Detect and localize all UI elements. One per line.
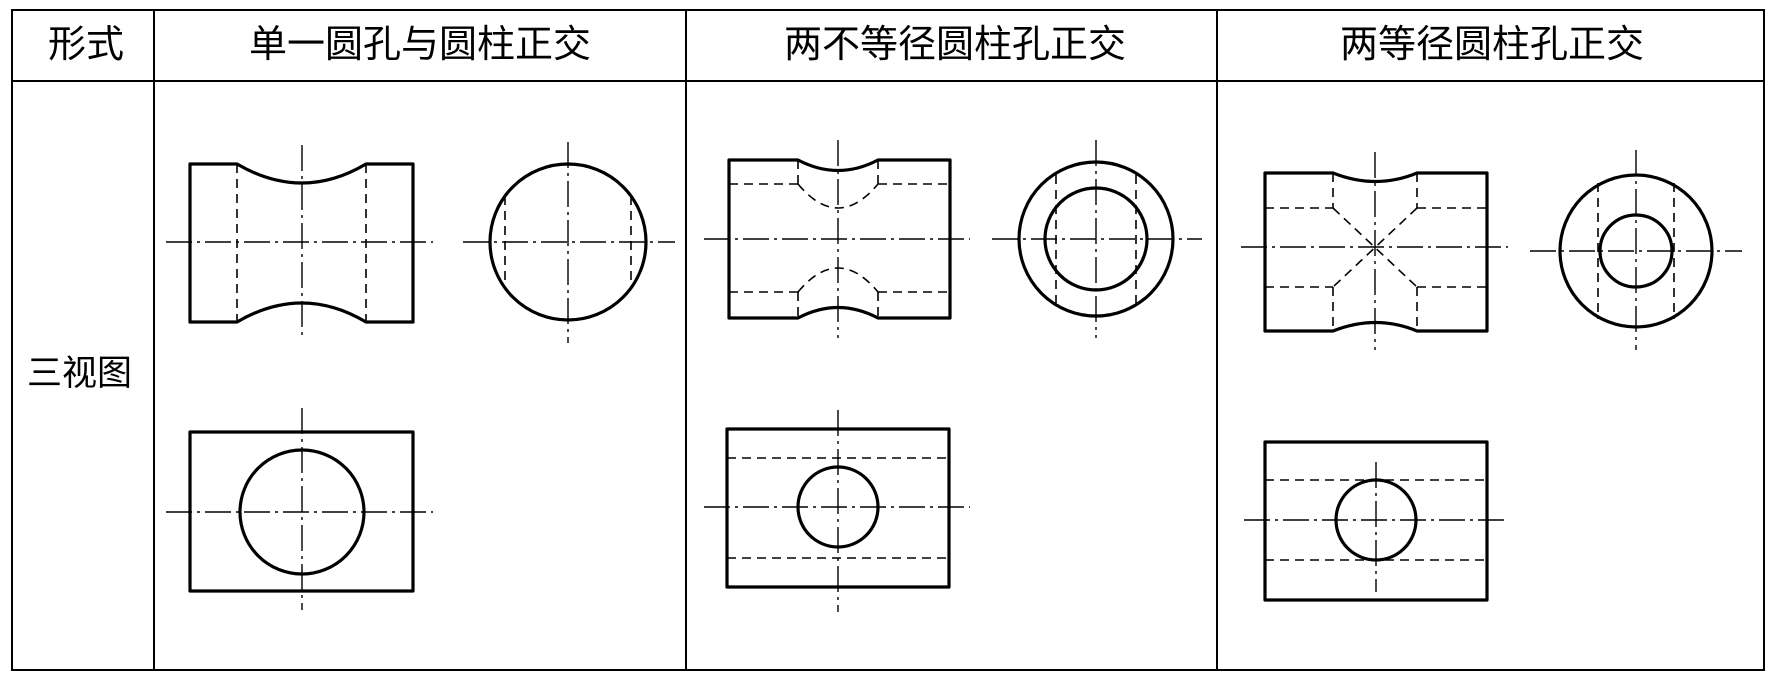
front-view-equal-holes [1241,152,1508,350]
header-form: 形式 [48,22,125,66]
top-view-unequal-holes [704,410,970,612]
row-label-three-views: 三视图 [27,354,133,394]
side-view-single-hole [463,142,675,343]
header-single-hole: 单一圆孔与圆柱正交 [249,22,592,66]
header-unequal-holes: 两不等径圆柱孔正交 [784,22,1127,66]
side-view-unequal-holes [992,140,1202,338]
figure-single-hole [166,142,675,610]
top-view-single-hole [166,408,433,610]
side-view-equal-holes [1530,150,1742,350]
table-grid [11,9,1765,671]
figure-equal-holes [1241,150,1742,602]
front-view-unequal-holes [704,140,970,338]
front-view-single-hole [166,145,433,340]
header-equal-holes: 两等径圆柱孔正交 [1340,22,1645,66]
top-view-equal-holes [1244,440,1508,602]
figure-unequal-holes [704,140,1202,612]
